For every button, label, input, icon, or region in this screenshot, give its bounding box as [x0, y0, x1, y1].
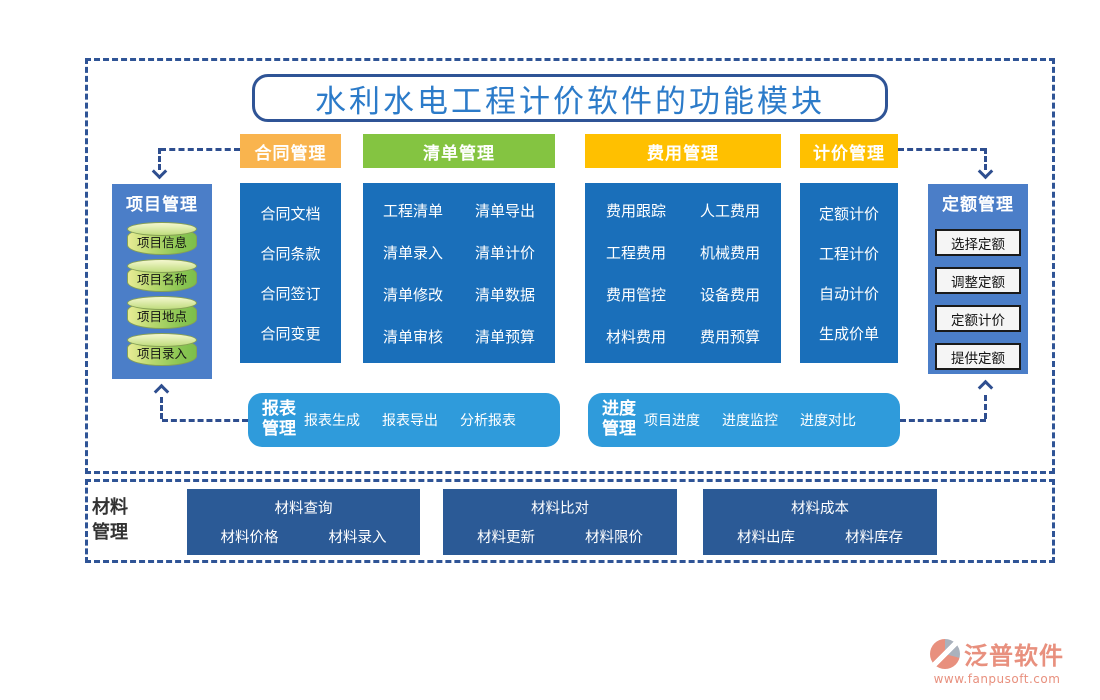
connector-report-to-project [160, 397, 163, 419]
database-cylinder-icon: 项目地点 [127, 296, 197, 329]
fee-item: 材料费用 [605, 327, 666, 346]
list-item: 工程清单 [382, 201, 443, 220]
database-cylinder-icon: 项目名称 [127, 259, 197, 292]
material-item: 材料价格 [220, 530, 279, 546]
database-cylinder-icon: 项目录入 [127, 333, 197, 366]
progress-item: 进度监控 [722, 413, 778, 429]
material-item: 材料录入 [328, 530, 387, 546]
material-group-title: 材料成本 [791, 501, 849, 517]
report-item: 报表导出 [382, 413, 438, 429]
vendor-url: www.fanpusoft.com [933, 672, 1061, 686]
fee-item: 设备费用 [699, 285, 760, 304]
connector-report-to-project [162, 419, 248, 422]
report-management-label: 报表 管理 [262, 399, 296, 439]
quota-item: 提供定额 [935, 343, 1021, 370]
progress-management-label: 进度 管理 [602, 399, 636, 439]
list-item: 清单审核 [382, 327, 443, 346]
fee-item: 机械费用 [699, 243, 760, 262]
contract-management-body: 合同文档 合同条款 合同签订 合同变更 [240, 183, 341, 363]
material-compare-box: 材料比对 材料更新 材料限价 [443, 489, 677, 555]
fee-item: 费用跟踪 [605, 201, 666, 220]
material-item: 材料限价 [585, 530, 643, 546]
list-management-body: 工程清单 清单导出 清单录入 清单计价 清单修改 清单数据 清单审核 清单预算 [363, 183, 555, 363]
contract-item: 合同签订 [260, 284, 321, 303]
fee-item: 人工费用 [699, 201, 760, 220]
project-item: 项目名称 [136, 271, 187, 287]
project-management-box: 项目管理 项目信息 项目名称 项目地点 项目录入 [112, 184, 212, 379]
connector-pricing-to-quota [898, 148, 986, 151]
quota-item: 调整定额 [935, 267, 1021, 294]
list-item: 清单修改 [382, 285, 443, 304]
quota-item: 定额计价 [935, 305, 1021, 332]
material-group-title: 材料查询 [274, 501, 333, 517]
report-management-bar: 报表 管理 报表生成 报表导出 分析报表 [248, 393, 560, 447]
fee-item: 费用预算 [699, 327, 760, 346]
report-item: 报表生成 [304, 413, 360, 429]
vendor-brand-name: 泛普软件 [964, 642, 1064, 670]
quota-management-box: 定额管理 选择定额 调整定额 定额计价 提供定额 [928, 184, 1028, 374]
connector-contract-to-project [158, 148, 161, 170]
database-cylinder-icon: 项目信息 [127, 222, 197, 255]
pricing-item: 自动计价 [818, 284, 879, 303]
list-item: 清单预算 [474, 327, 535, 346]
contract-item: 合同条款 [260, 244, 321, 263]
connector-pricing-to-quota [984, 148, 987, 170]
material-group-title: 材料比对 [531, 501, 589, 517]
quota-item: 选择定额 [935, 229, 1021, 256]
progress-management-bar: 进度 管理 项目进度 进度监控 进度对比 [588, 393, 900, 447]
main-dashed-frame [85, 58, 1055, 474]
material-item: 材料更新 [477, 530, 535, 546]
contract-item: 合同文档 [260, 204, 321, 223]
project-management-title: 项目管理 [126, 195, 198, 215]
project-item: 项目地点 [136, 308, 187, 324]
connector-progress-to-quota [984, 395, 987, 419]
report-item: 分析报表 [460, 413, 516, 429]
fee-item: 费用管控 [605, 285, 666, 304]
progress-item: 进度对比 [800, 413, 856, 429]
pricing-item: 工程计价 [818, 244, 879, 263]
pricing-management-body: 定额计价 工程计价 自动计价 生成价单 [800, 183, 898, 363]
list-item: 清单计价 [474, 243, 535, 262]
fee-item: 工程费用 [605, 243, 666, 262]
list-item: 清单数据 [474, 285, 535, 304]
contract-management-header: 合同管理 [240, 134, 341, 168]
list-item: 清单导出 [474, 201, 535, 220]
material-query-box: 材料查询 材料价格 材料录入 [187, 489, 420, 555]
vendor-logo: 泛普软件 www.fanpusoft.com [912, 636, 1082, 686]
connector-progress-to-quota [900, 419, 986, 422]
page-title-text: 水利水电工程计价软件的功能模块 [315, 83, 825, 120]
material-dashed-frame [85, 479, 1055, 563]
material-management-label: 材料 管理 [92, 497, 128, 544]
pricing-item: 定额计价 [818, 204, 879, 223]
list-management-header: 清单管理 [363, 134, 555, 168]
pricing-item: 生成价单 [818, 324, 879, 343]
material-item: 材料库存 [845, 530, 903, 546]
material-item: 材料出库 [737, 530, 795, 546]
connector-contract-to-project [160, 148, 240, 151]
project-item: 项目信息 [136, 234, 187, 250]
contract-item: 合同变更 [260, 324, 321, 343]
page-title: 水利水电工程计价软件的功能模块 [252, 74, 888, 122]
fee-management-header: 费用管理 [585, 134, 781, 168]
quota-management-title: 定额管理 [942, 195, 1014, 215]
progress-item: 项目进度 [644, 413, 700, 429]
fee-management-body: 费用跟踪 人工费用 工程费用 机械费用 费用管控 设备费用 材料费用 费用预算 [585, 183, 781, 363]
fanpu-logo-icon [930, 638, 960, 669]
pricing-management-header: 计价管理 [800, 134, 898, 168]
material-cost-box: 材料成本 材料出库 材料库存 [703, 489, 937, 555]
list-item: 清单录入 [382, 243, 443, 262]
project-item: 项目录入 [136, 345, 187, 361]
